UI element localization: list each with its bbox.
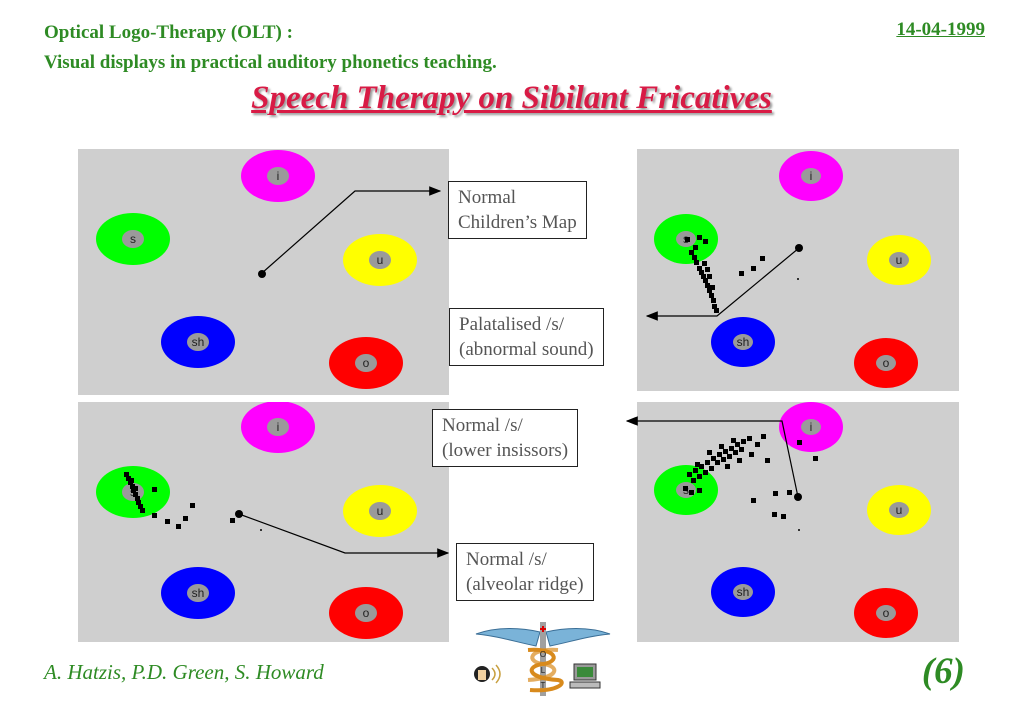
- svg-text:u: u: [896, 253, 903, 267]
- target-u: u: [343, 234, 417, 286]
- svg-text:i: i: [277, 169, 280, 183]
- target-u: u: [867, 485, 931, 535]
- target-i: i: [779, 402, 843, 452]
- target-u: u: [867, 235, 931, 285]
- svg-text:sh: sh: [192, 586, 205, 600]
- target-i: i: [779, 151, 843, 201]
- trace-palatalised: [685, 235, 765, 313]
- target-o: o: [329, 337, 403, 389]
- svg-text:u: u: [377, 253, 384, 267]
- header-line-1: Optical Logo-Therapy (OLT) :: [44, 22, 293, 43]
- callout-lower-insissors: Normal /s/ (lower insissors): [432, 409, 579, 467]
- map-canvas: i s u sh o: [654, 151, 931, 388]
- svg-text:u: u: [377, 504, 384, 518]
- speaker-head-icon: [474, 664, 501, 684]
- map-canvas: i s u sh o: [654, 402, 931, 638]
- target-o: o: [854, 588, 918, 638]
- map-canvas: i s u sh o: [96, 402, 417, 639]
- map-panel-alveolar: i s u sh o: [78, 402, 449, 642]
- svg-text:sh: sh: [737, 585, 750, 599]
- svg-text:o: o: [363, 356, 370, 370]
- svg-text:u: u: [896, 503, 903, 517]
- target-i: i: [241, 150, 315, 202]
- callout-line-2: (abnormal sound): [459, 339, 594, 360]
- trace-alveolar: [124, 472, 235, 529]
- page-number: (6): [921, 651, 965, 692]
- callout-line-1: Palatalised /s/: [459, 314, 565, 335]
- map-panel-lower: i s u sh o: [637, 402, 959, 642]
- callout-line-2: Children’s Map: [458, 212, 577, 233]
- slide-title: Speech Therapy on Sibilant Fricatives: [251, 80, 772, 116]
- olt-logo: O L T: [474, 622, 611, 696]
- svg-text:o: o: [883, 606, 890, 620]
- target-i: i: [241, 402, 315, 453]
- svg-text:o: o: [363, 606, 370, 620]
- callout-line-1: Normal /s/: [466, 549, 547, 570]
- svg-text:i: i: [810, 420, 813, 434]
- svg-text:s: s: [130, 232, 136, 246]
- target-sh: sh: [161, 567, 235, 619]
- callout-line-1: Normal: [458, 187, 517, 208]
- origin-dot: [795, 244, 803, 252]
- logo-letter-o: O: [540, 650, 546, 659]
- map-panel-palatalised: i s u sh o: [637, 149, 959, 391]
- origin-dot: [235, 510, 243, 518]
- svg-text:o: o: [883, 356, 890, 370]
- origin-dot: [794, 493, 802, 501]
- target-s: s: [96, 213, 170, 265]
- callout-line-2: (lower insissors): [442, 440, 569, 461]
- logo-letter-l: L: [541, 666, 546, 675]
- target-sh: sh: [711, 567, 775, 617]
- svg-text:i: i: [277, 420, 280, 434]
- date: 14-04-1999: [896, 19, 985, 40]
- target-sh: sh: [711, 317, 775, 367]
- header-line-2: Visual displays in practical auditory ph…: [44, 52, 497, 73]
- computer-icon: [569, 663, 601, 689]
- origin-dot: [258, 270, 266, 278]
- callout-line-1: Normal /s/: [442, 415, 523, 436]
- callout-normal-childrens-map: Normal Children’s Map: [448, 181, 587, 239]
- svg-text:i: i: [810, 169, 813, 183]
- target-o: o: [854, 338, 918, 388]
- map-panel-normal: i s u sh o: [78, 149, 449, 395]
- logo-letter-t: T: [541, 681, 546, 690]
- target-sh: sh: [161, 316, 235, 368]
- svg-text:sh: sh: [192, 335, 205, 349]
- map-canvas: i s u sh o: [96, 150, 417, 389]
- callout-line-2: (alveolar ridge): [466, 574, 584, 595]
- callout-palatalised: Palatalised /s/ (abnormal sound): [449, 308, 604, 366]
- target-u: u: [343, 485, 417, 537]
- callout-alveolar-ridge: Normal /s/ (alveolar ridge): [456, 543, 594, 601]
- target-o: o: [329, 587, 403, 639]
- authors: A. Hatzis, P.D. Green, S. Howard: [44, 660, 324, 684]
- svg-text:sh: sh: [737, 335, 750, 349]
